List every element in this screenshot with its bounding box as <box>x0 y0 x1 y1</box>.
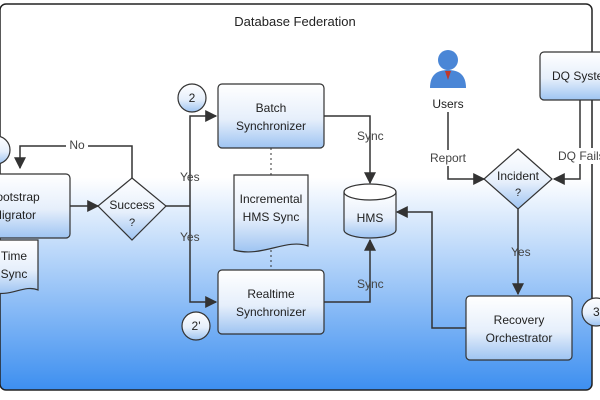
incident-label-2: ? <box>515 187 521 199</box>
step-2-marker: 2 <box>177 83 207 113</box>
user-icon <box>430 50 466 88</box>
incremental-label-1: Incremental <box>240 192 303 206</box>
hms-database-node[interactable]: HMS <box>343 183 397 239</box>
edge-label-yes-top: Yes <box>180 170 200 184</box>
success-decision-node[interactable]: Success ? <box>97 177 167 241</box>
diagram-title: Database Federation <box>234 14 355 29</box>
incremental-label-2: HMS Sync <box>243 210 300 224</box>
step-2-label: 2 <box>189 91 196 105</box>
edge-dq-fails <box>552 100 581 185</box>
step-1-marker <box>0 135 11 165</box>
step-3-label: 3 <box>593 305 600 319</box>
edge-label-report: Report <box>430 151 467 165</box>
edge-label-no-bg <box>66 138 88 152</box>
edge-label-report-bg <box>428 150 468 166</box>
success-label-1: Success <box>109 198 154 212</box>
step-2-prime-marker: 2' <box>181 311 211 341</box>
one-time-sync-label-1: Time <box>1 249 28 263</box>
bootstrap-migrator-label-1: Bootstrap <box>0 190 40 204</box>
realtime-synchronizer-node[interactable]: Realtime Synchronizer <box>217 269 325 335</box>
edge-label-no-text: No <box>69 138 85 152</box>
edge-label-sync-top: Sync <box>357 129 384 143</box>
step-3-marker: 3 <box>581 297 600 327</box>
bootstrap-migrator-node[interactable]: Bootstrap Migrator <box>0 173 71 239</box>
hms-label: HMS <box>357 211 384 225</box>
users-label: Users <box>432 97 463 111</box>
edge-label-yes-incident: Yes <box>511 245 531 259</box>
incident-decision-node[interactable]: Incident ? <box>483 148 553 210</box>
edge-yes-batch <box>189 110 218 206</box>
edge-label-dq-fails: DQ Fails <box>558 149 600 163</box>
edge-yes-realtime <box>189 206 218 308</box>
edge-sync-batch-hms <box>324 115 376 185</box>
edge-sync-realtime-hms <box>324 238 376 303</box>
step-2-prime-label: 2' <box>192 319 201 333</box>
one-time-sync-node[interactable]: Time Sync <box>0 239 39 294</box>
edge-report-users-incident <box>447 112 486 185</box>
recovery-orchestrator-node[interactable]: Recovery Orchestrator <box>465 295 573 361</box>
realtime-synchronizer-label-1: Realtime <box>247 287 295 301</box>
edge-label-yes-bottom: Yes <box>180 230 200 244</box>
edge-label-dq-fails-bg <box>556 148 600 164</box>
realtime-synchronizer-label-2: Synchronizer <box>236 305 306 319</box>
dq-system-label: DQ System <box>552 69 600 83</box>
batch-synchronizer-node[interactable]: Batch Synchronizer <box>217 83 325 149</box>
recovery-label-1: Recovery <box>494 313 545 327</box>
batch-synchronizer-label-2: Synchronizer <box>236 119 306 133</box>
recovery-label-2: Orchestrator <box>486 331 553 345</box>
one-time-sync-label-2: Sync <box>1 267 28 281</box>
dq-system-node[interactable]: DQ System <box>539 51 600 101</box>
bootstrap-migrator-label-2: Migrator <box>0 208 36 222</box>
edge-recovery-hms <box>395 206 466 329</box>
users-node[interactable]: Users <box>430 50 466 111</box>
success-label-2: ? <box>129 217 135 229</box>
incremental-hms-sync-node[interactable]: Incremental HMS Sync <box>233 174 309 253</box>
batch-synchronizer-label-1: Batch <box>256 101 287 115</box>
incident-label-1: Incident <box>497 169 540 183</box>
edge-label-sync-bottom: Sync <box>357 277 384 291</box>
